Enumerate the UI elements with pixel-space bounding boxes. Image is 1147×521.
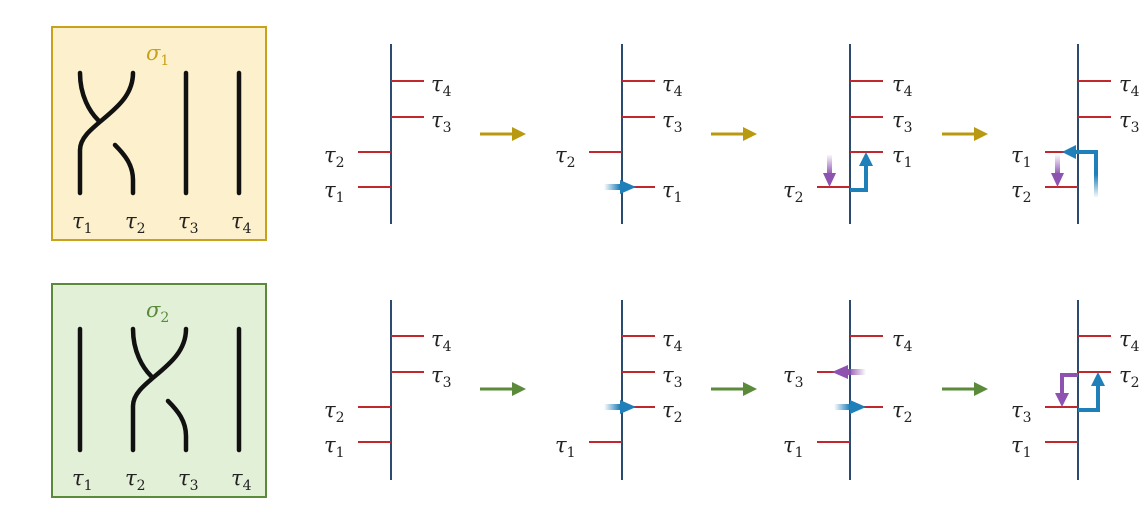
tau-label: τ4 — [892, 327, 913, 355]
panel-row2-2: τ1 τ2 τ4 τ3 — [555, 327, 683, 461]
move-arrow-blue-head — [620, 180, 636, 194]
step-arrow — [942, 382, 988, 396]
tau-label: τ2 — [1119, 363, 1140, 391]
move-arrow-purple — [827, 155, 832, 175]
move-arrow-purple-head — [1055, 393, 1069, 407]
generator-title-sigma2: σ2 — [146, 298, 169, 326]
tau-label: τ1 — [662, 178, 683, 206]
move-arrow-purple-head — [1051, 173, 1064, 187]
move-arrow-blue-head — [850, 400, 866, 414]
panel-axes-row2 — [390, 300, 1079, 480]
tau-label: τ4 — [892, 72, 913, 100]
tau-label: τ3 — [431, 363, 452, 391]
tau-label: τ3 — [431, 108, 452, 136]
row-sigma2: σ2 τ1 τ2 τ3 τ4 — [51, 283, 1140, 498]
move-arrow-blue — [1075, 150, 1098, 197]
tau-label: τ3 — [892, 108, 913, 136]
generator-box-sigma2 — [51, 283, 267, 498]
move-arrow-blue — [1078, 384, 1100, 412]
move-arrow-blue-head — [1091, 372, 1105, 386]
move-arrow-blue-head — [620, 400, 636, 414]
move-arrow-purple — [1055, 155, 1060, 175]
step-arrow — [480, 127, 526, 141]
tau-label: τ1 — [324, 433, 345, 461]
tau-label: τ2 — [1011, 178, 1032, 206]
tau-label: τ4 — [431, 327, 452, 355]
strand-under-bottom — [112, 142, 136, 196]
move-arrow-blue — [604, 404, 620, 410]
strand-under-bottom — [165, 398, 189, 453]
move-arrow-blue — [850, 165, 868, 192]
tau-label: τ2 — [892, 398, 913, 426]
strand-under-top — [77, 70, 101, 123]
move-arrow-blue-head — [1062, 145, 1076, 159]
move-arrow-purple-head — [832, 365, 848, 379]
panel-row1-1: τ2 τ1 τ4 τ3 — [324, 72, 452, 206]
move-arrow-purple — [1060, 373, 1078, 395]
tau-label: τ3 — [783, 363, 804, 391]
generator-title-sigma1: σ1 — [146, 41, 169, 69]
strand-under-top — [130, 326, 154, 379]
tau-label: τ2 — [324, 398, 345, 426]
tau-label: τ2 — [555, 143, 576, 171]
step-arrow — [480, 382, 526, 396]
move-arrow-blue — [834, 404, 850, 410]
panel-row2-1: τ2 τ1 τ4 τ3 — [324, 327, 452, 461]
tau-label: τ1 — [1011, 433, 1032, 461]
tau-label: τ1 — [783, 433, 804, 461]
tau-label: τ4 — [1119, 72, 1140, 100]
move-arrow-purple — [848, 369, 866, 375]
braid-strands-sigma1 — [77, 70, 242, 196]
strand-over — [130, 326, 189, 453]
panel-row2-3: τ3 τ1 τ2 τ4 — [783, 327, 913, 461]
tau-label: τ2 — [324, 143, 345, 171]
tau-label: τ1 — [892, 143, 913, 171]
panel-row1-3: τ2 τ1 τ4 τ3 — [783, 72, 913, 206]
panel-row1-4: τ1 τ2 τ4 τ3 — [1011, 72, 1140, 206]
tau-label: τ1 — [1011, 143, 1032, 171]
panel-row1-2: τ2 τ1 τ4 τ3 — [555, 72, 683, 206]
tau-label: τ4 — [662, 72, 683, 100]
panel-axes-row1 — [390, 44, 1079, 224]
tau-label: τ3 — [662, 108, 683, 136]
tau-label: τ3 — [1119, 108, 1140, 136]
tau-label: τ1 — [324, 178, 345, 206]
panel-row2-4: τ3 τ1 τ4 τ2 — [1011, 327, 1140, 461]
row-sigma1: σ1 τ1 τ2 τ3 τ4 — [51, 26, 1140, 241]
tau-label: τ4 — [662, 327, 683, 355]
move-arrow-purple-head — [823, 173, 836, 187]
tau-label: τ1 — [555, 433, 576, 461]
braid-strands-sigma2 — [77, 326, 242, 453]
step-arrow — [711, 127, 757, 141]
tau-label: τ3 — [1011, 398, 1032, 426]
tau-label: τ4 — [431, 72, 452, 100]
move-arrow-blue — [604, 184, 620, 190]
tau-label: τ2 — [662, 398, 683, 426]
step-arrow — [711, 382, 757, 396]
strand-over — [77, 70, 136, 196]
tau-label: τ2 — [783, 178, 804, 206]
tau-label: τ3 — [662, 363, 683, 391]
step-arrow — [942, 127, 988, 141]
move-arrow-blue-head — [859, 152, 873, 166]
tau-label: τ4 — [1119, 327, 1140, 355]
